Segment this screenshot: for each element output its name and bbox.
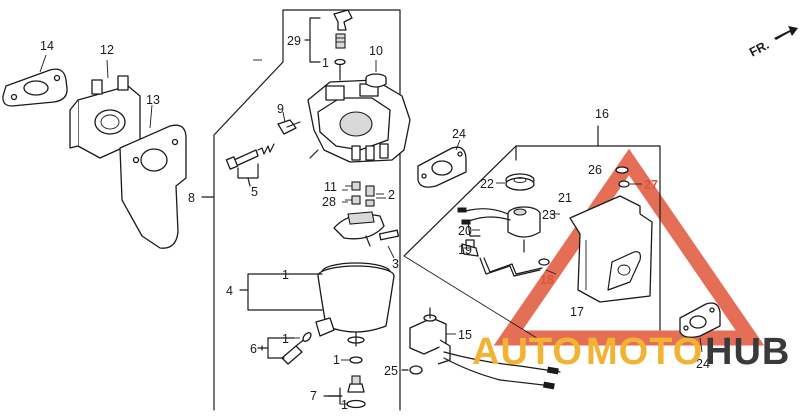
main-jet-11	[345, 181, 361, 205]
watermark-triangle	[493, 148, 765, 346]
callout-1-low-a: 1	[333, 353, 340, 367]
callout-28: 28	[322, 195, 336, 209]
callout-14: 14	[40, 39, 54, 53]
screw-25	[401, 365, 423, 375]
screw-9	[277, 111, 301, 135]
bolt-7	[323, 375, 366, 409]
callout-25: 25	[384, 364, 398, 378]
linkage-rod	[479, 257, 550, 277]
carburetor-body	[307, 63, 411, 163]
float-bowl	[315, 262, 395, 347]
callout-17: 17	[570, 305, 584, 319]
callout-23: 23	[542, 208, 556, 222]
control-unit-frame-16	[403, 125, 661, 341]
callout-8: 8	[188, 191, 195, 205]
assembly-bracket	[201, 9, 401, 411]
actuator-23	[457, 206, 541, 253]
nozzle-2	[365, 185, 384, 207]
callout-2: 2	[388, 188, 395, 202]
watermark-logo: AUTO MOTO HUB	[472, 331, 790, 373]
nut-26	[615, 166, 642, 188]
callout-20: 20	[458, 224, 472, 238]
watermark-hub: HUB	[705, 331, 790, 373]
callout-1-low-b: 1	[341, 398, 348, 412]
callout-7: 7	[310, 389, 317, 403]
callout-24-bottom: 24	[696, 357, 710, 371]
callout-1-mid-b: 1	[282, 332, 289, 346]
watermark-auto: AUTO	[472, 331, 583, 373]
callout-19: 19	[458, 243, 472, 257]
grommet-22	[496, 173, 535, 191]
callout-6: 6	[250, 342, 257, 356]
callout-12: 12	[100, 43, 114, 57]
washer-1	[349, 356, 363, 364]
idle-screw-29	[304, 9, 353, 66]
callout-15: 15	[458, 328, 472, 342]
insulator-12	[69, 59, 141, 159]
callout-22: 22	[480, 177, 494, 191]
throttle-screw-5	[225, 143, 275, 187]
callout-3: 3	[392, 257, 399, 271]
callout-24-top: 24	[452, 127, 466, 141]
gasket-14	[2, 54, 68, 107]
gasket-24-top	[417, 139, 467, 188]
leader-lines	[253, 59, 560, 405]
callout-26: 26	[588, 163, 602, 177]
watermark-moto: MOTO	[586, 331, 703, 373]
front-direction-arrow: FR.	[747, 26, 798, 60]
cover-21	[569, 195, 653, 303]
callout-5: 5	[251, 185, 258, 199]
callout-labels: 14 12 13 8 29 1 10 9 5 11 28 2 3 1 4 1 6…	[40, 34, 710, 412]
fuel-cut-solenoid-15	[409, 307, 561, 390]
callout-18: 18	[540, 273, 554, 287]
callout-10: 10	[369, 44, 383, 58]
gasket-24-bottom	[679, 302, 721, 353]
callout-29: 29	[287, 34, 301, 48]
callout-1-mid-a: 1	[282, 268, 289, 282]
gasket-13	[119, 104, 187, 249]
callout-21: 21	[558, 191, 572, 205]
lever-20	[461, 221, 481, 257]
cap-10	[365, 60, 387, 88]
callout-9: 9	[277, 102, 284, 116]
callout-4: 4	[226, 284, 233, 298]
callout-16: 16	[595, 107, 609, 121]
front-label: FR.	[747, 38, 771, 60]
float-assembly	[333, 211, 400, 259]
callout-27: 27	[644, 178, 658, 192]
callout-1-top: 1	[322, 56, 329, 70]
callout-13: 13	[146, 93, 160, 107]
callout-11: 11	[324, 180, 337, 194]
